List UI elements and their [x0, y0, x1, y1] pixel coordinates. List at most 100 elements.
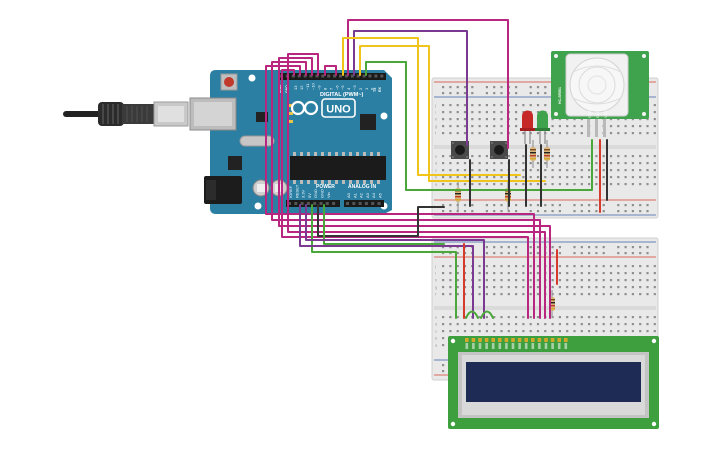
- row-letter: c: [435, 328, 437, 333]
- lcd-pin: [504, 338, 509, 342]
- lcd-pin: [471, 338, 476, 342]
- row-letter: i: [435, 109, 436, 114]
- wire-purple-wire: [299, 204, 474, 319]
- lcd-pin: [498, 338, 502, 342]
- power-label: POWER: [316, 184, 335, 190]
- row-letter: d: [435, 321, 437, 326]
- power-header: [286, 200, 340, 207]
- power-pin-label: RESET: [294, 184, 299, 198]
- wire-magenta-wire: [265, 65, 535, 319]
- wire-magenta-wire: [347, 19, 509, 149]
- row-letter: b: [435, 335, 438, 340]
- lcd-pin: [550, 338, 555, 342]
- lcd-16x2: [448, 336, 659, 429]
- digital-pin-label: ~6: [334, 85, 339, 90]
- power-pin-label: 3.3V: [301, 189, 306, 198]
- arduino-logo: UNO: [290, 98, 356, 118]
- lcd-pin: [491, 338, 495, 342]
- power-pin-label: Vin: [326, 192, 331, 198]
- digital-pin-label: ~5: [340, 85, 345, 90]
- digital-pin-label: 13: [293, 85, 298, 90]
- digital-pin-label: ~3: [352, 85, 357, 90]
- lcd-pin: [517, 338, 522, 342]
- row-letter: b: [435, 174, 438, 179]
- digital-pin-label: ~9: [317, 85, 322, 90]
- row-letter: h: [435, 116, 437, 121]
- digital-pin-label: 7: [328, 87, 333, 90]
- digital-pin-label: 12: [299, 85, 304, 90]
- analog-header: [344, 200, 384, 207]
- green-led: [535, 110, 550, 144]
- wire-purple-wire: [305, 204, 485, 319]
- row-letter: g: [435, 284, 437, 289]
- digital-pin-label: ~11: [305, 83, 310, 90]
- lcd-pin: [564, 338, 568, 342]
- wire-yellow-wire: [342, 37, 521, 176]
- lcd-screen: [466, 362, 641, 402]
- wire-purple-wire: [353, 30, 468, 146]
- pir-pin-label: OUT: [595, 109, 600, 118]
- lcd-pin: [537, 338, 542, 342]
- row-letter: f: [435, 291, 437, 296]
- brand-label: UNO: [326, 104, 351, 116]
- row-letter: e: [435, 314, 438, 319]
- row-letter: d: [435, 160, 437, 165]
- rx-label: RX: [378, 86, 382, 92]
- wire-magenta-wire: [287, 53, 546, 319]
- row-letter: a: [435, 342, 438, 347]
- analog-pin-label: A3: [365, 192, 370, 198]
- digital-pin-label: 0: [370, 87, 375, 90]
- lcd-pin: [484, 338, 489, 342]
- row-letter: c: [435, 167, 437, 172]
- lcd-pin: [465, 338, 469, 342]
- power-pin-label: GND: [313, 189, 318, 198]
- wire-magenta-wire: [324, 65, 337, 76]
- lcd-pin: [511, 338, 515, 342]
- lcd-pin: [478, 338, 482, 342]
- wire-green-wire: [311, 204, 457, 319]
- digital-header: [278, 73, 386, 80]
- lcd-pin: [524, 338, 528, 342]
- resistor-red-led: [530, 140, 536, 168]
- analog-pin-label: A2: [359, 192, 364, 198]
- pir-pin-label: VCC: [603, 109, 608, 118]
- row-letter: f: [435, 130, 437, 135]
- row-letter: e: [435, 153, 438, 158]
- row-letter: i: [435, 270, 436, 275]
- row-letter: h: [435, 277, 437, 282]
- digital-pin-label: ~10: [311, 82, 316, 90]
- wire-yellow-wire: [359, 45, 546, 182]
- power-pin-label: 5V: [307, 193, 312, 198]
- digital-label: DIGITAL (PWM~): [320, 92, 364, 98]
- row-letter: j: [434, 102, 436, 107]
- resistor-green-led: [544, 140, 550, 168]
- red-led: [520, 110, 535, 144]
- digital-pin-label: 2: [358, 87, 363, 90]
- row-letter: a: [435, 181, 438, 186]
- wire-green-wire: [480, 310, 494, 319]
- pir-model-label: HC-SR501: [558, 87, 562, 104]
- analog-label: ANALOG IN: [348, 184, 376, 190]
- lcd-pin: [557, 338, 561, 342]
- power-pin-label: GND: [320, 189, 325, 198]
- arduino-uno: UNO DIGITAL (PWM~) POWER ANALOG IN AREF …: [189, 70, 392, 214]
- lcd-pin: [531, 338, 535, 342]
- pir-pin-label: GND: [587, 109, 592, 118]
- wire-magenta-wire: [278, 57, 551, 319]
- digital-pin-label: 1: [364, 87, 369, 90]
- digital-pin-label: 8: [323, 87, 328, 90]
- digital-pin-label: 4: [346, 87, 351, 90]
- wire-green-wire: [465, 310, 479, 319]
- usb-cable: [63, 101, 189, 127]
- wire-green-wire: [323, 204, 445, 245]
- wire-green-wire: [365, 61, 593, 191]
- push-button-2: [490, 141, 508, 159]
- lcd-pin: [544, 338, 548, 342]
- analog-pin-label: A0: [346, 192, 351, 198]
- analog-pin-label: A1: [352, 192, 357, 198]
- wire-magenta-wire: [271, 61, 541, 319]
- analog-pin-label: A4: [371, 192, 376, 198]
- pir-dome: [569, 57, 625, 113]
